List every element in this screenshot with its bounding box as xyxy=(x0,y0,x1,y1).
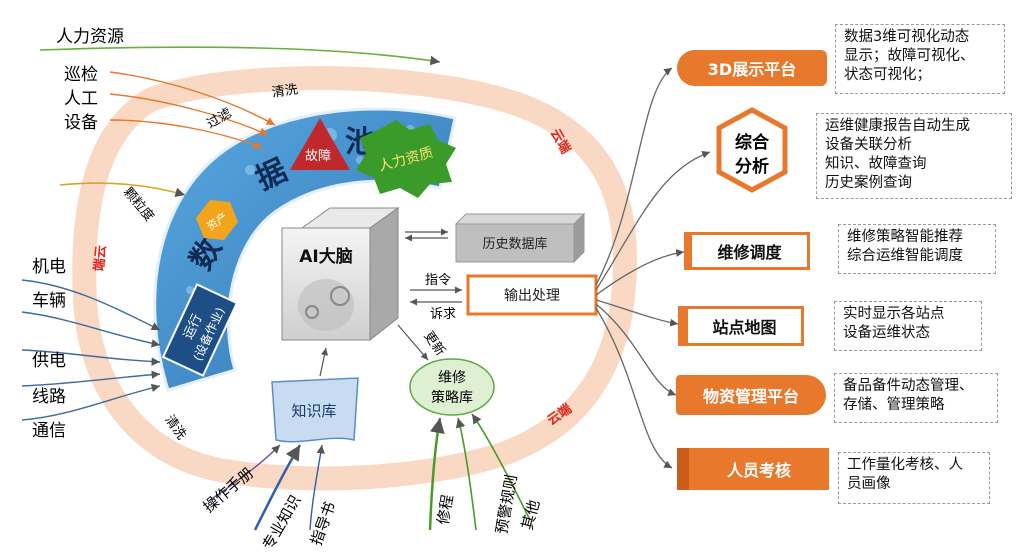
ai-brain-cube: AI大脑 xyxy=(281,207,400,342)
platform-site-map[interactable]: 站点地图 xyxy=(678,306,804,346)
platform-materials[interactable]: 物资管理平台 xyxy=(676,375,826,415)
source-warning-rule: 预警规则 xyxy=(492,473,520,535)
input-comm: 通信 xyxy=(32,421,66,441)
granularity-label: 颗粒度 xyxy=(120,184,157,224)
desc-line: 设备关联分析 xyxy=(825,137,912,153)
source-procedure: 修程 xyxy=(434,493,457,526)
input-power: 供电 xyxy=(32,351,66,371)
platform-staff-assessment[interactable]: 人员考核 xyxy=(677,448,829,490)
desc-line: 设备运维状态 xyxy=(843,325,930,341)
desc-staff: 工作量化考核、人 员画像 xyxy=(838,452,990,504)
desc-line: 备品备件动态管理、 xyxy=(843,378,974,394)
instruction-label: 指令 xyxy=(425,273,451,288)
desc-site-map: 实时显示各站点 设备运维状态 xyxy=(834,301,982,351)
filter-label: 过滤 xyxy=(204,106,234,132)
desc-line: 状态可视化； xyxy=(844,67,931,83)
platform-maintenance-dispatch[interactable]: 维修调度 xyxy=(684,232,810,270)
knowledge-base xyxy=(271,377,359,443)
desc-line: 运维健康报告自动生成 xyxy=(825,118,970,134)
desc-3d-display: 数据3维可视化动态 显示；故障可视化、 状态可视化； xyxy=(835,24,1005,94)
desc-line: 维修策略智能推荐 xyxy=(847,229,963,245)
input-electromech: 机电 xyxy=(32,257,66,277)
desc-line: 工作量化考核、人 xyxy=(847,457,963,473)
desc-line: 历史案例查询 xyxy=(825,175,912,191)
input-equipment: 设备 xyxy=(64,113,98,133)
strategy-label-1: 维修 xyxy=(438,370,466,386)
desc-line: 实时显示各站点 xyxy=(843,306,945,322)
input-line: 线路 xyxy=(32,387,66,407)
input-patrol: 巡检 xyxy=(64,65,98,85)
platform-3d-display-label: 3D展示平台 xyxy=(707,60,797,79)
strategy-label-2: 策略库 xyxy=(431,389,473,406)
desc-line: 存储、管理策略 xyxy=(843,397,945,413)
input-arrows xyxy=(21,46,531,531)
asset-hexagon xyxy=(196,200,238,240)
desc-materials: 备品备件动态管理、 存储、管理策略 xyxy=(834,373,998,423)
desc-dispatch: 维修策略智能推荐 综合运维智能调度 xyxy=(838,224,996,274)
source-expertise: 专业知识 xyxy=(259,492,305,553)
update-label: 更新 xyxy=(420,328,448,358)
appeal-label: 诉求 xyxy=(430,307,456,322)
output-label: 输出处理 xyxy=(504,288,560,304)
desc-line: 显示；故障可视化、 xyxy=(844,48,975,64)
platform-maintenance-dispatch-label: 维修调度 xyxy=(717,243,782,262)
desc-analysis: 运维健康报告自动生成 设备关联分析 知识、故障查询 历史案例查询 xyxy=(816,113,1012,199)
update-arrow xyxy=(397,324,429,361)
platform-staff-assessment-label: 人员考核 xyxy=(726,461,791,480)
cloud-edge-loop xyxy=(72,66,637,491)
platform-site-map-label: 站点地图 xyxy=(712,318,777,337)
fault-label: 故障 xyxy=(305,149,331,164)
history-db-label: 历史数据库 xyxy=(482,236,547,252)
platform-3d-display[interactable]: 3D展示平台 xyxy=(677,50,827,86)
history-db: 历史数据库 xyxy=(454,212,586,264)
clean-top-label: 清洗 xyxy=(271,82,299,100)
analysis-hexagon xyxy=(716,107,788,193)
analysis-label-1: 综合 xyxy=(735,132,770,153)
hr-quality-badge xyxy=(356,120,456,198)
strategy-library xyxy=(409,358,495,416)
input-hr: 人力资源 xyxy=(56,27,124,47)
input-vehicle: 车辆 xyxy=(32,291,66,311)
input-manual: 人工 xyxy=(64,89,98,109)
knowledge-base-label: 知识库 xyxy=(291,402,336,420)
platform-materials-label: 物资管理平台 xyxy=(702,387,799,406)
desc-line: 综合运维智能调度 xyxy=(847,248,963,264)
desc-line: 员画像 xyxy=(847,476,891,492)
ai-brain-label: AI大脑 xyxy=(299,246,352,267)
edge-cloud-left: 端云 xyxy=(91,245,109,272)
fault-triangle xyxy=(290,118,350,170)
output-arrows xyxy=(595,67,711,469)
desc-line: 数据3维可视化动态 xyxy=(844,29,970,45)
desc-line: 知识、故障查询 xyxy=(825,156,927,172)
analysis-label-2: 分析 xyxy=(735,156,769,177)
